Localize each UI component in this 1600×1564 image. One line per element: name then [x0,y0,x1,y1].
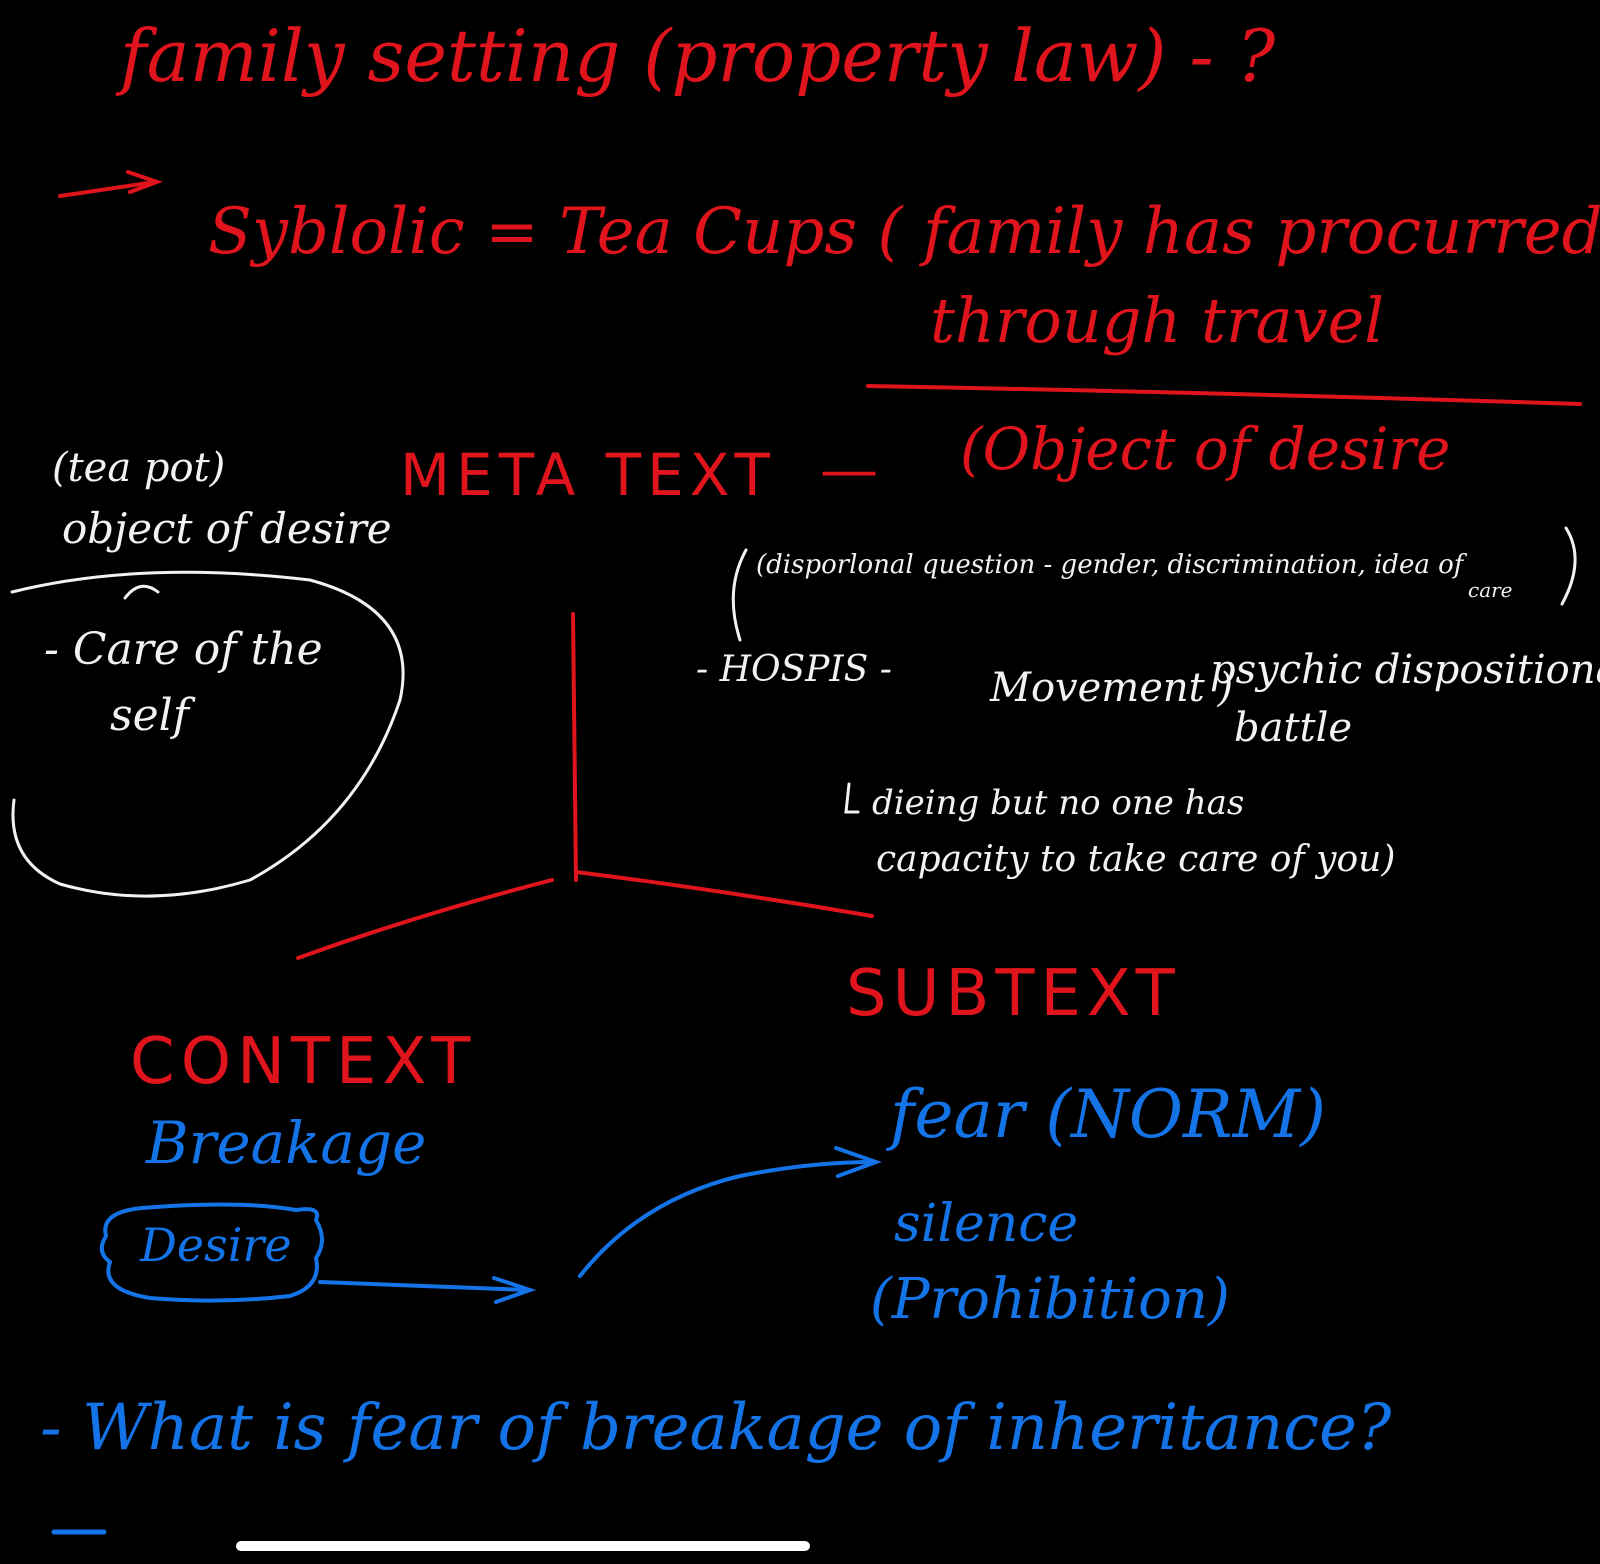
blue-curve-arrow [578,1160,876,1278]
red-arrow-head [126,170,163,194]
note-fear-norm: fear (NORM) [890,1076,1326,1153]
note-battle: battle [1234,705,1353,751]
note-capacity: capacity to take care of you) [876,839,1396,880]
note-movement: Movement ) [990,665,1234,711]
note-breakage: Breakage [146,1109,427,1177]
note-desire: Desire [140,1218,292,1272]
note-psychic-dispositional: psychic dispositional [1210,647,1600,693]
note-object-of-desire-meta: (Object of desire [960,415,1451,483]
label-subtext: SUBTEXT [846,957,1181,1031]
blue-arrow-shaft [318,1280,530,1292]
white-close-bracket [1560,526,1577,606]
red-underline [866,384,1582,406]
white-corner-mark [844,782,860,814]
red-arrow-shaft [58,180,157,198]
label-meta-text: META TEXT [400,441,776,509]
red-branch-right [574,870,874,918]
white-open-bracket [731,548,748,642]
note-symbolic-tea-cups: Syblolic = Tea Cups ( family has procurr… [208,195,1600,269]
note-silence: silence [894,1194,1079,1254]
white-circle [10,570,405,898]
note-object-of-desire: object of desire [62,504,392,553]
blue-curve-arrow-head [834,1146,882,1178]
note-through-travel: through travel [930,284,1385,357]
label-context: CONTEXT [130,1025,477,1099]
red-vertical-line [571,612,578,882]
white-hook [123,584,160,600]
note-question-inheritance: - What is fear of breakage of inheritanc… [40,1391,1392,1465]
meta-dash: — [820,435,878,503]
note-prohibition: (Prohibition) [870,1267,1230,1332]
note-care-small: care [1468,578,1513,602]
note-self: self [110,690,189,741]
note-care-of-the: - Care of the [44,624,323,675]
note-dying: dieing but no one has [872,783,1245,823]
blue-arrow-head [492,1276,537,1304]
red-branch-left [296,878,554,960]
note-bracket-question: (disporlonal question - gender, discrimi… [756,550,1464,580]
note-family-setting: family setting (property law) - ? [120,14,1276,98]
note-hospis: - HOSPIS - [696,649,892,690]
home-indicator[interactable] [236,1541,810,1551]
note-tea-pot: (tea pot) [52,445,226,491]
